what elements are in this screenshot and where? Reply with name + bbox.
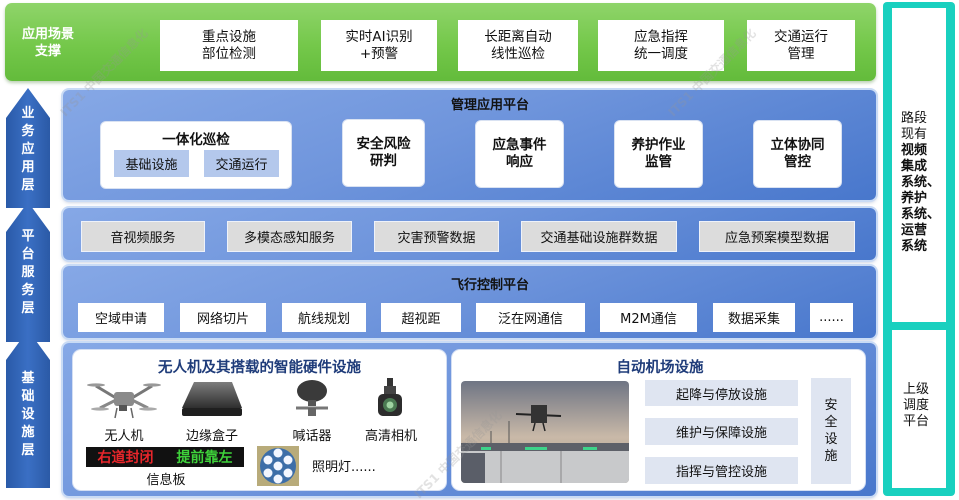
flight-airspace-application: 空域申请 — [78, 303, 164, 332]
scenario-band — [5, 3, 876, 81]
scenario-key-facility-detection: 重点设施 部位检测 — [160, 20, 298, 71]
loudspeaker-icon — [290, 378, 334, 420]
lighting-lamp-icon — [257, 446, 299, 486]
card-coordinated-control: 立体协同 管控 — [754, 121, 841, 187]
scenario-label: 应用场景 支撑 — [21, 27, 74, 59]
device-label-loudspeaker: 喊话器 — [292, 429, 332, 444]
card-maintenance-supervision: 养护作业 监管 — [615, 121, 702, 187]
facility-takeoff-landing: 起降与停放设施 — [645, 380, 798, 406]
data-service-infrastructure-cluster: 交通基础设施群数据 — [522, 222, 676, 251]
management-platform-title: 管理应用平台 — [450, 98, 529, 113]
airport-photo — [461, 381, 629, 483]
card-safety-risk: 安全风险 研判 — [343, 120, 424, 186]
flight-route-planning: 航线规划 — [282, 303, 366, 332]
existing-systems-box: 路段 现有 视频 集成 系统、 养护 系统、 运营 系统 — [892, 8, 946, 322]
layer-arrow-infrastructure — [6, 330, 50, 488]
facility-command-control: 指挥与管控设施 — [645, 457, 798, 484]
device-label-hd-camera: 高清相机 — [364, 429, 417, 444]
data-service-emergency-plan: 应急预案模型数据 — [700, 222, 854, 251]
flight-m2m: M2M通信 — [600, 303, 697, 332]
drone-icon — [86, 378, 162, 420]
flight-data-collection: 数据采集 — [713, 303, 795, 332]
device-label-drone: 无人机 — [104, 429, 144, 444]
data-service-av: 音视频服务 — [82, 222, 204, 251]
flight-network-slicing: 网络切片 — [180, 303, 266, 332]
integrated-patrol-traffic: 交通运行 — [204, 150, 279, 177]
flight-more: ...... — [810, 303, 853, 332]
data-service-multimodal: 多模态感知服务 — [228, 222, 351, 251]
flight-ubiquitous-network: 泛在网通信 — [476, 303, 585, 332]
info-board-red-text: 右道封闭 — [97, 450, 154, 466]
airport-title: 自动机场设施 — [616, 360, 704, 376]
layer-label-business: 业务应用层 — [21, 106, 35, 193]
uav-hardware-title: 无人机及其搭载的智能硬件设施 — [158, 360, 361, 376]
edge-box-icon — [180, 380, 244, 420]
facility-safety: 安全设施 — [811, 378, 851, 484]
layer-arrow-platform — [6, 202, 50, 342]
flight-bvlos: 超视距 — [381, 303, 461, 332]
info-board-green-text: 提前靠左 — [176, 450, 233, 466]
integrated-patrol-infrastructure: 基础设施 — [114, 150, 189, 177]
scenario-emergency-dispatch: 应急指挥 统一调度 — [598, 20, 724, 71]
card-emergency-response: 应急事件 响应 — [476, 121, 563, 187]
info-board-display: 右道封闭 提前靠左 — [86, 447, 244, 467]
device-label-lighting: 照明灯...... — [312, 460, 376, 475]
layer-label-platform: 平台服务层 — [21, 229, 35, 316]
hd-camera-icon — [372, 376, 408, 420]
layer-label-infrastructure: 基础设施层 — [21, 371, 35, 458]
facility-maintenance: 维护与保障设施 — [645, 418, 798, 445]
data-service-disaster-warning: 灾害预警数据 — [375, 222, 498, 251]
scenario-ai-recognition-warning: 实时AI识别 +预警 — [321, 20, 437, 71]
scenario-traffic-management: 交通运行 管理 — [747, 20, 855, 71]
device-label-info-board: 信息板 — [146, 473, 186, 488]
scenario-linear-patrol: 长距离自动 线性巡检 — [458, 20, 578, 71]
integrated-patrol-title: 一体化巡检 — [162, 132, 230, 148]
flight-control-title: 飞行控制平台 — [450, 278, 529, 293]
device-label-edge-box: 边缘盒子 — [185, 429, 238, 444]
upper-dispatch-platform-box: 上级 调度 平台 — [892, 330, 946, 488]
